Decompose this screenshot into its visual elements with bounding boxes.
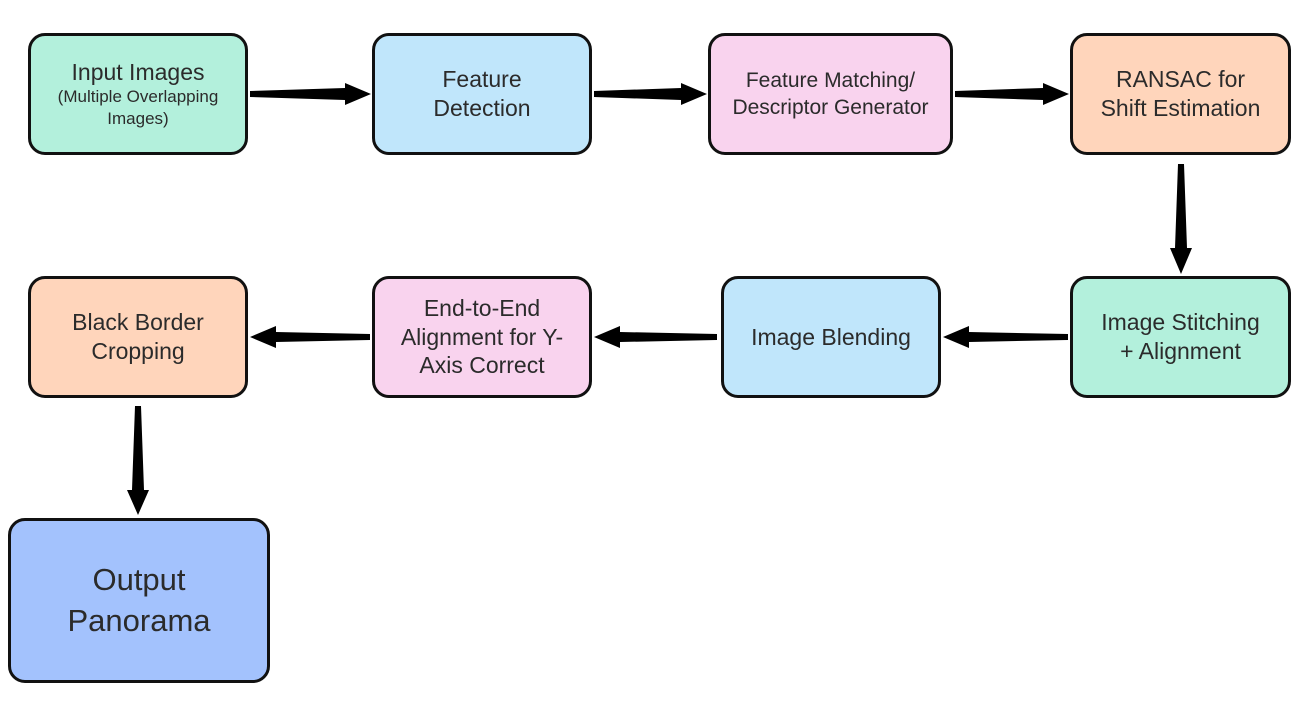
node-feature-detection: Feature Detection	[372, 33, 592, 155]
arrow-input-to-detection	[250, 83, 371, 105]
node-feature-matching-line2: Descriptor Generator	[732, 96, 929, 119]
node-feature-matching-line1: Feature Matching/	[745, 68, 916, 92]
arrow-detection-to-matching	[594, 83, 707, 105]
node-black-border-cropping-line1: Black Border	[72, 309, 204, 336]
node-output-panorama-line1: Output	[92, 562, 186, 598]
node-image-blending-line1: Image Blending	[751, 323, 911, 350]
arrow-matching-to-ransac	[955, 83, 1069, 105]
node-black-border-cropping-line2: Cropping	[91, 338, 185, 364]
node-feature-detection-line2: Detection	[433, 95, 531, 121]
node-input-images-subtitle-line1: (Multiple Overlapping	[57, 87, 219, 107]
node-input-images-title: Input Images	[71, 58, 205, 85]
node-image-stitching: Image Stitching + Alignment	[1070, 276, 1291, 398]
node-image-blending: Image Blending	[721, 276, 941, 398]
node-output-panorama-line2: Panorama	[67, 602, 211, 638]
node-image-stitching-line1: Image Stitching	[1101, 309, 1260, 336]
node-ransac-line2: Shift Estimation	[1100, 95, 1261, 121]
node-input-images: Input Images (Multiple Overlapping Image…	[28, 33, 248, 155]
node-input-images-subtitle-line2: Images)	[107, 109, 169, 129]
node-end-to-end-alignment-line1: End-to-End	[423, 294, 541, 321]
node-image-stitching-line2: + Alignment	[1120, 338, 1241, 364]
node-feature-detection-line1: Feature	[442, 66, 522, 93]
node-end-to-end-alignment: End-to-End Alignment for Y- Axis Correct	[372, 276, 592, 398]
node-black-border-cropping: Black Border Cropping	[28, 276, 248, 398]
arrow-ransac-to-stitching	[1170, 164, 1192, 274]
arrow-stitching-to-blending	[943, 326, 1068, 348]
node-end-to-end-alignment-line2: Alignment for Y-	[400, 323, 564, 350]
arrow-alignment-to-cropping	[250, 326, 370, 348]
node-ransac-line1: RANSAC for	[1115, 66, 1246, 93]
node-ransac: RANSAC for Shift Estimation	[1070, 33, 1291, 155]
arrow-blending-to-alignment	[594, 326, 717, 348]
node-feature-matching: Feature Matching/ Descriptor Generator	[708, 33, 953, 155]
node-output-panorama: Output Panorama	[8, 518, 270, 683]
node-end-to-end-alignment-line3: Axis Correct	[419, 352, 545, 379]
arrow-cropping-to-output	[127, 406, 149, 515]
